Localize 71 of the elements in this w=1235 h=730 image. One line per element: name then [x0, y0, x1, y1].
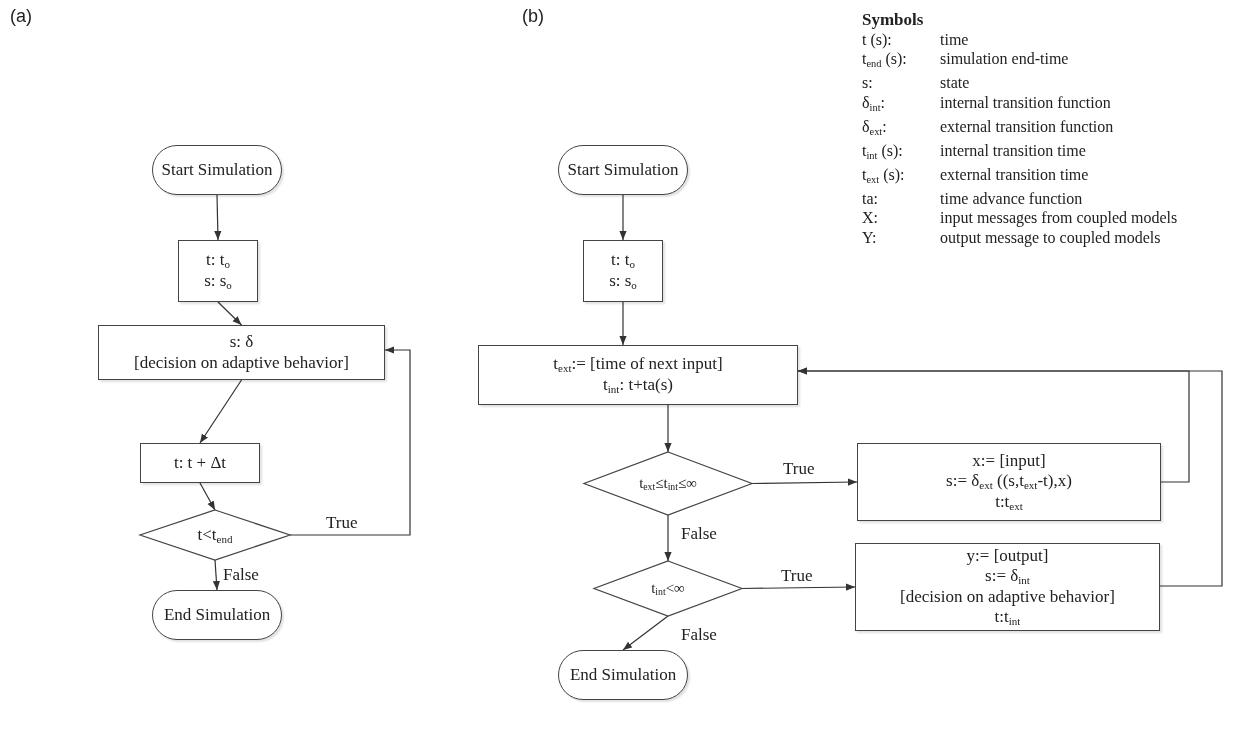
symbol-term: X:: [862, 208, 879, 228]
symbol-definition: simulation end-time: [940, 49, 1070, 69]
node-text: s: δ: [229, 332, 254, 353]
symbol-definition: time advance function: [940, 188, 1084, 209]
process-box: [140, 443, 260, 483]
symbol-term: t (s):: [862, 29, 893, 49]
symbol-definition: output message to coupled models: [940, 227, 1162, 248]
node-text: t:t$_{ext}$: [995, 492, 1023, 514]
arrow: [622, 615, 669, 651]
terminal-box: [152, 145, 282, 195]
symbol-term: t$_{ext}$ (s):: [862, 164, 906, 187]
process-box: [583, 240, 663, 302]
arrow: [214, 194, 222, 241]
arrow: [199, 482, 216, 511]
legend-heading: Symbols: [862, 10, 925, 30]
node-text: t: t$_{o}$: [206, 250, 230, 271]
symbol-definition: input messages from coupled models: [940, 208, 1178, 228]
arrow: [619, 194, 627, 241]
arrow: [664, 404, 672, 453]
node-text: s: s$_{o}$: [609, 271, 637, 292]
node-text: s:= δ$_{ext}$ ((s,t$_{ext}$-t),x): [946, 471, 1072, 493]
node-text: t:t$_{int}$: [994, 607, 1021, 629]
arrow: [741, 583, 856, 591]
arrow: [619, 301, 627, 346]
terminal-box: [558, 650, 688, 700]
terminal-box: [558, 145, 688, 195]
arrow: [199, 379, 243, 444]
node-text: x:= [input]: [972, 450, 1046, 472]
panel-label: (a): [10, 6, 32, 27]
process-box: [855, 543, 1160, 631]
node-text: s:= δ$_{int}$: [985, 566, 1030, 587]
symbol-definition: state: [940, 73, 971, 93]
symbol-term: t$_{end}$ (s):: [862, 49, 908, 71]
symbol-definition: external transition function: [940, 116, 1115, 137]
process-box: [178, 240, 258, 302]
node-text: s: s$_{o}$: [204, 271, 232, 292]
node-text: t$_{ext}$:= [time of next input]: [553, 354, 723, 375]
symbol-definition: internal transition function: [940, 92, 1112, 113]
arrow: [664, 514, 672, 562]
process-box: [478, 345, 798, 405]
arrow: [212, 559, 220, 591]
arrow: [289, 346, 411, 536]
arrow: [751, 478, 858, 486]
terminal-box: [152, 590, 282, 640]
node-text: End Simulation: [163, 604, 271, 626]
node-text: t$_{int}$<∞: [651, 578, 685, 599]
symbol-term: Y:: [862, 227, 878, 248]
node-text: Start Simulation: [161, 159, 273, 181]
node-text: y:= [output]: [966, 545, 1049, 566]
symbol-term: s:: [862, 73, 874, 93]
process-box: [857, 443, 1161, 521]
node-text: t: t + Δt: [173, 452, 227, 474]
node-text: Start Simulation: [567, 159, 679, 181]
symbol-definition: internal transition time: [940, 140, 1087, 161]
arrow: [797, 367, 1223, 587]
node-text: t$_{ext}$≤t$_{int}$≤∞: [639, 473, 697, 494]
symbol-definition: external transition time: [940, 164, 1090, 185]
node-text: t$_{int}$: t+ta(s): [603, 375, 673, 396]
symbol-term: δ$_{ext}$:: [862, 116, 888, 139]
node-text: t: t$_{o}$: [611, 250, 635, 271]
symbol-term: t$_{int}$ (s):: [862, 140, 904, 163]
node-text: [decision on adaptive behavior]: [134, 352, 349, 373]
node-text: End Simulation: [569, 664, 677, 686]
node-text: [decision on adaptive behavior]: [900, 587, 1115, 608]
arrow: [217, 301, 243, 326]
symbol-definition: time: [940, 29, 970, 49]
symbol-term: ta:: [862, 188, 879, 209]
panel-label: (b): [522, 6, 544, 27]
node-text: t<t$_{end}$: [197, 524, 233, 546]
symbol-term: δ$_{int}$:: [862, 92, 886, 115]
process-box: [98, 325, 385, 380]
